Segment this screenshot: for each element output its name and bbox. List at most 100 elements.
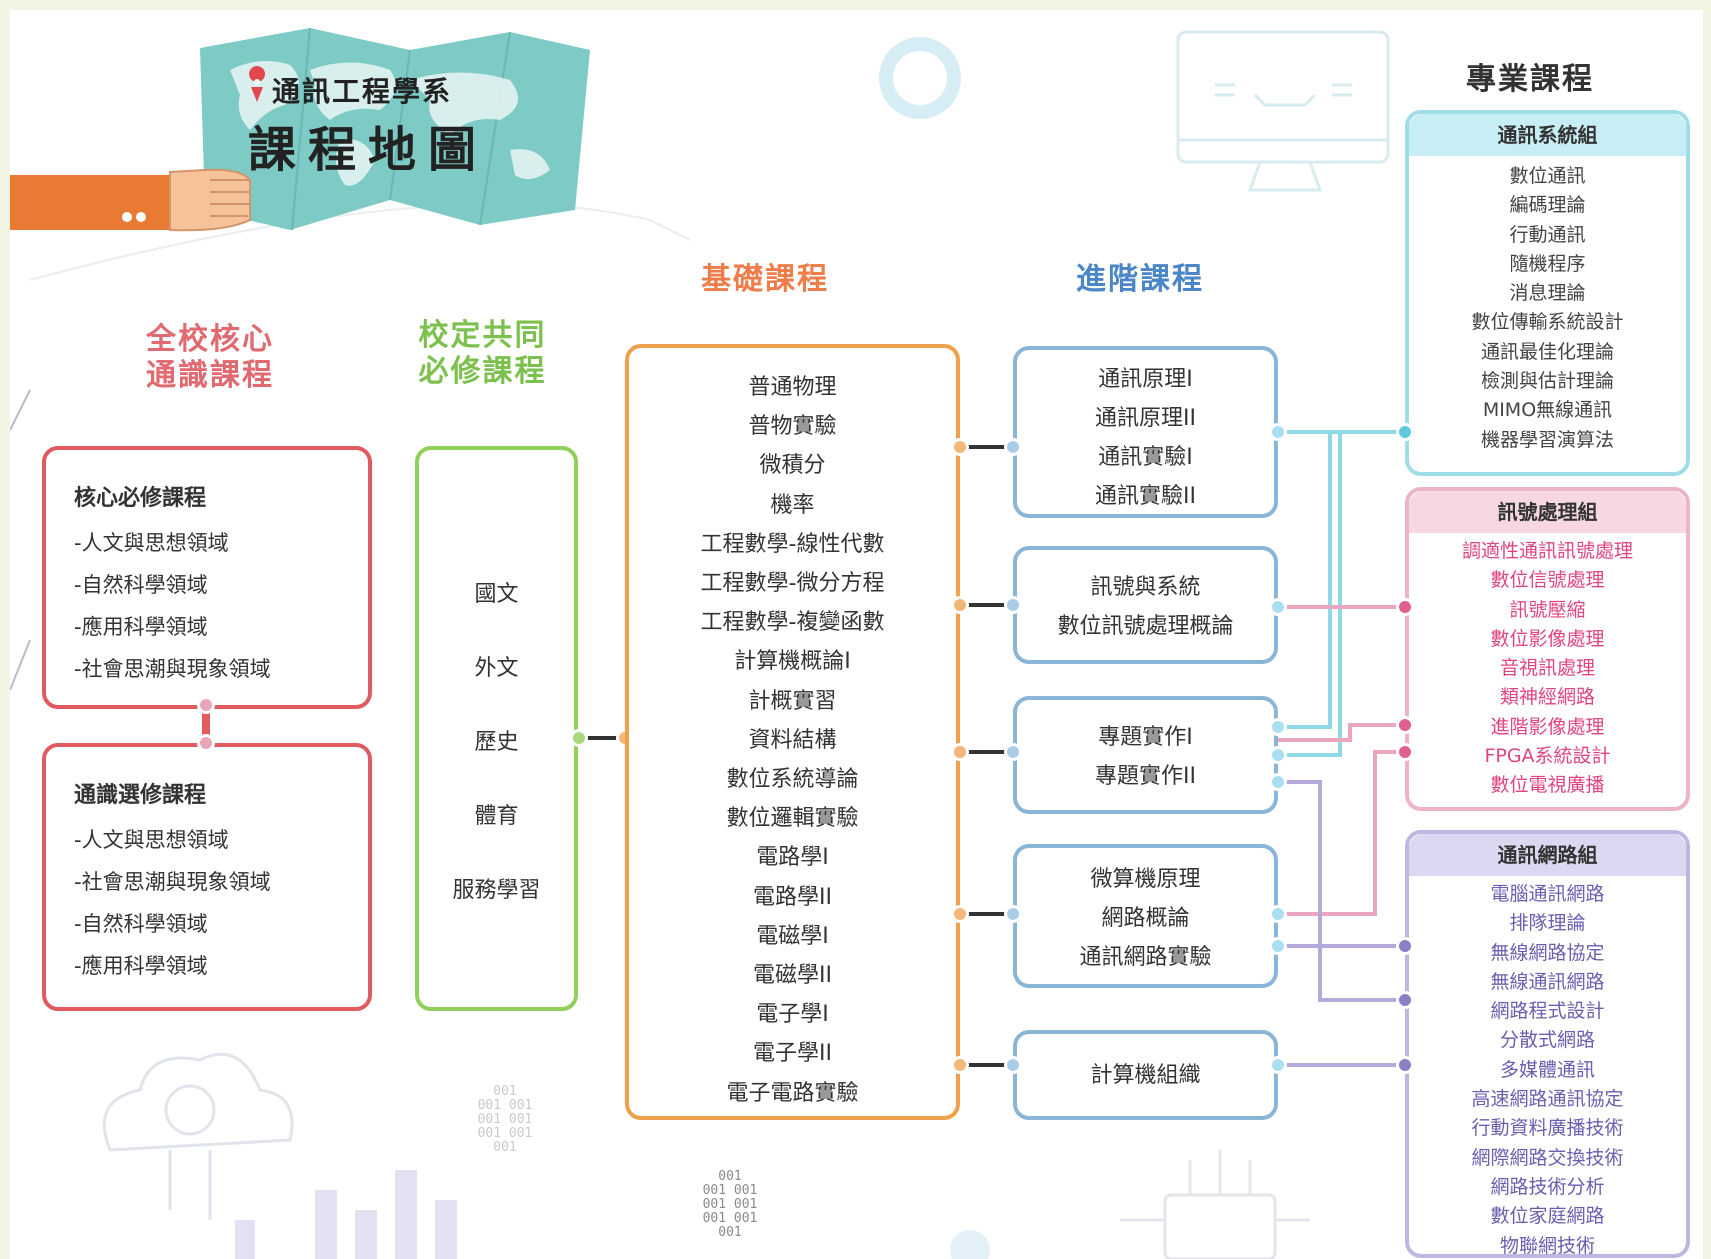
binary-line: 001 001 — [477, 1126, 533, 1141]
connector-dot — [1396, 423, 1414, 441]
list-item: 國文 — [474, 582, 519, 607]
course-item: 行動資料廣播技術 — [1471, 1117, 1624, 1140]
course-item: 電路學I — [756, 845, 829, 871]
course-item: 通訊實驗I — [1098, 445, 1193, 470]
course-item: 網路程式設計 — [1490, 1000, 1605, 1023]
course-item: 無線網路協定 — [1490, 941, 1605, 964]
course-item: 訊號與系統 — [1090, 575, 1201, 600]
connector-dot — [1004, 743, 1022, 761]
core-required-list: -人文與思想領域 -自然科學領域 -應用科學領域 -社會思潮與現象領域 — [74, 522, 271, 690]
binary-line: 001 — [718, 1169, 742, 1184]
course-item: 檢測與估計理論 — [1480, 370, 1614, 393]
course-item: 計算機組織 — [1090, 1063, 1201, 1088]
course-item: 消息理論 — [1509, 282, 1586, 305]
heading-core: 全校核心 通識課程 — [110, 322, 310, 394]
core-required-title: 核心必修課程 — [74, 486, 207, 511]
connector-dot — [1396, 598, 1414, 616]
group-title: 通訊系統組 — [1409, 114, 1686, 156]
connector-dot — [951, 743, 969, 761]
group-course-list: 電腦通訊網路 排隊理論 無線網路協定 無線通訊網路 網路程式設計 分散式網路 多… — [1409, 880, 1686, 1259]
heading-required-line: 必修課程 — [418, 354, 547, 389]
course-item: 電子學I — [756, 1002, 829, 1028]
course-item: 數位邏輯實驗 — [726, 806, 859, 832]
connector-dot — [1269, 718, 1287, 736]
course-item: 網際網路交換技術 — [1471, 1146, 1624, 1169]
connector-dot — [951, 1056, 969, 1074]
course-item: FPGA系統設計 — [1484, 745, 1611, 768]
heading-basic: 基礎課程 — [701, 262, 829, 297]
course-item: 高速網路通訊協定 — [1471, 1088, 1624, 1111]
course-item: 機率 — [770, 492, 815, 518]
course-map-canvas: 001 001 001 001 001 001 001 001 001 001 … — [10, 10, 1703, 1259]
connector-dot — [1269, 937, 1287, 955]
core-elective-box: 通識選修課程 -人文與思想領域 -社會思潮與現象領域 -自然科學領域 -應用科學… — [42, 743, 372, 1011]
course-item: 普物實驗 — [748, 414, 837, 440]
list-item: -人文與思想領域 — [74, 531, 229, 555]
advanced-list: 專題實作I 專題實作II — [1017, 718, 1274, 796]
group-course-list: 調適性通訊訊號處理 數位信號處理 訊號壓縮 數位影像處理 音視訊處理 類神經網路… — [1409, 537, 1686, 801]
course-item: 數位系統導論 — [726, 767, 859, 793]
connector-dot — [951, 905, 969, 923]
course-item: 通訊網路實驗 — [1079, 945, 1212, 970]
connector-dot — [1004, 1056, 1022, 1074]
binary-line: 001 001 — [702, 1197, 758, 1212]
common-required-box: 國文 外文 歷史 體育 服務學習 — [415, 446, 578, 1011]
group-course-list: 數位通訊 編碼理論 行動通訊 隨機程序 消息理論 數位傳輸系統設計 通訊最佳化理… — [1409, 162, 1686, 455]
course-item: 微積分 — [759, 453, 826, 479]
course-item: 微算機原理 — [1090, 867, 1201, 892]
course-item: 電子電路實驗 — [726, 1080, 859, 1106]
list-item: 歷史 — [474, 730, 519, 755]
heading-required-line: 校定共同 — [418, 318, 547, 353]
course-item: 工程數學-複變函數 — [700, 610, 885, 636]
course-item: 數位影像處理 — [1490, 627, 1605, 650]
connector-dot — [1004, 905, 1022, 923]
connector-dot — [1269, 598, 1287, 616]
course-item: 計概實習 — [748, 688, 837, 714]
course-item: 網路技術分析 — [1490, 1175, 1605, 1198]
connector-dot — [1269, 1056, 1287, 1074]
binary-line: 001 — [493, 1140, 517, 1155]
binary-decor: 001 001 001 001 001 001 001 001 — [650, 1170, 810, 1240]
course-item: 通訊原理II — [1095, 406, 1196, 431]
course-item: 調適性通訊訊號處理 — [1461, 540, 1633, 562]
connector-dot — [1396, 1056, 1414, 1074]
course-item: 專題實作I — [1098, 725, 1193, 750]
core-required-box: 核心必修課程 -人文與思想領域 -自然科學領域 -應用科學領域 -社會思潮與現象… — [42, 446, 372, 709]
binary-decor-faded: 001 001 001 001 001 001 001 001 — [425, 1085, 585, 1155]
course-item: 普通物理 — [748, 375, 837, 400]
binary-line: 001 — [718, 1225, 742, 1240]
core-elective-list: -人文與思想領域 -社會思潮與現象領域 -自然科學領域 -應用科學領域 — [74, 819, 271, 987]
connector-dot — [197, 734, 215, 752]
course-item: 數位通訊 — [1509, 165, 1586, 187]
connector-dot — [1396, 743, 1414, 761]
department-title: 通訊工程學系 — [272, 75, 453, 108]
advanced-box-project: 專題實作I 專題實作II — [1013, 696, 1278, 814]
course-item: 專題實作II — [1095, 764, 1196, 789]
core-elective-title: 通識選修課程 — [74, 783, 207, 808]
heading-core-line: 全校核心 — [146, 322, 274, 357]
course-item: 電子學II — [753, 1041, 832, 1067]
advanced-box-architecture: 計算機組織 — [1013, 1030, 1278, 1120]
course-item: 通訊最佳化理論 — [1480, 340, 1614, 363]
connector-dot — [951, 596, 969, 614]
advanced-list: 計算機組織 — [1017, 1056, 1274, 1095]
binary-line: 001 001 — [702, 1211, 758, 1226]
group-communication-system: 通訊系統組 數位通訊 編碼理論 行動通訊 隨機程序 消息理論 數位傳輸系統設計 … — [1405, 110, 1690, 476]
group-title: 訊號處理組 — [1409, 491, 1686, 533]
common-required-list: 國文 外文 歷史 體育 服務學習 — [419, 558, 574, 928]
course-item: 數位家庭網路 — [1490, 1205, 1605, 1228]
connector-dot — [197, 696, 215, 714]
list-item: 服務學習 — [452, 878, 541, 903]
course-item: 數位傳輸系統設計 — [1471, 311, 1624, 334]
group-title: 通訊網路組 — [1409, 834, 1686, 876]
course-item: 網路概論 — [1101, 906, 1190, 931]
connector-dot — [1269, 423, 1287, 441]
course-item: 無線通訊網路 — [1490, 970, 1605, 993]
list-item: 體育 — [474, 804, 519, 829]
list-item: -自然科學領域 — [74, 912, 208, 936]
binary-line: 001 001 — [477, 1112, 533, 1127]
list-item: -社會思潮與現象領域 — [74, 870, 271, 894]
course-item: MIMO無線通訊 — [1482, 399, 1613, 422]
advanced-list: 訊號與系統 數位訊號處理概論 — [1017, 568, 1274, 646]
list-item: -自然科學領域 — [74, 573, 208, 597]
